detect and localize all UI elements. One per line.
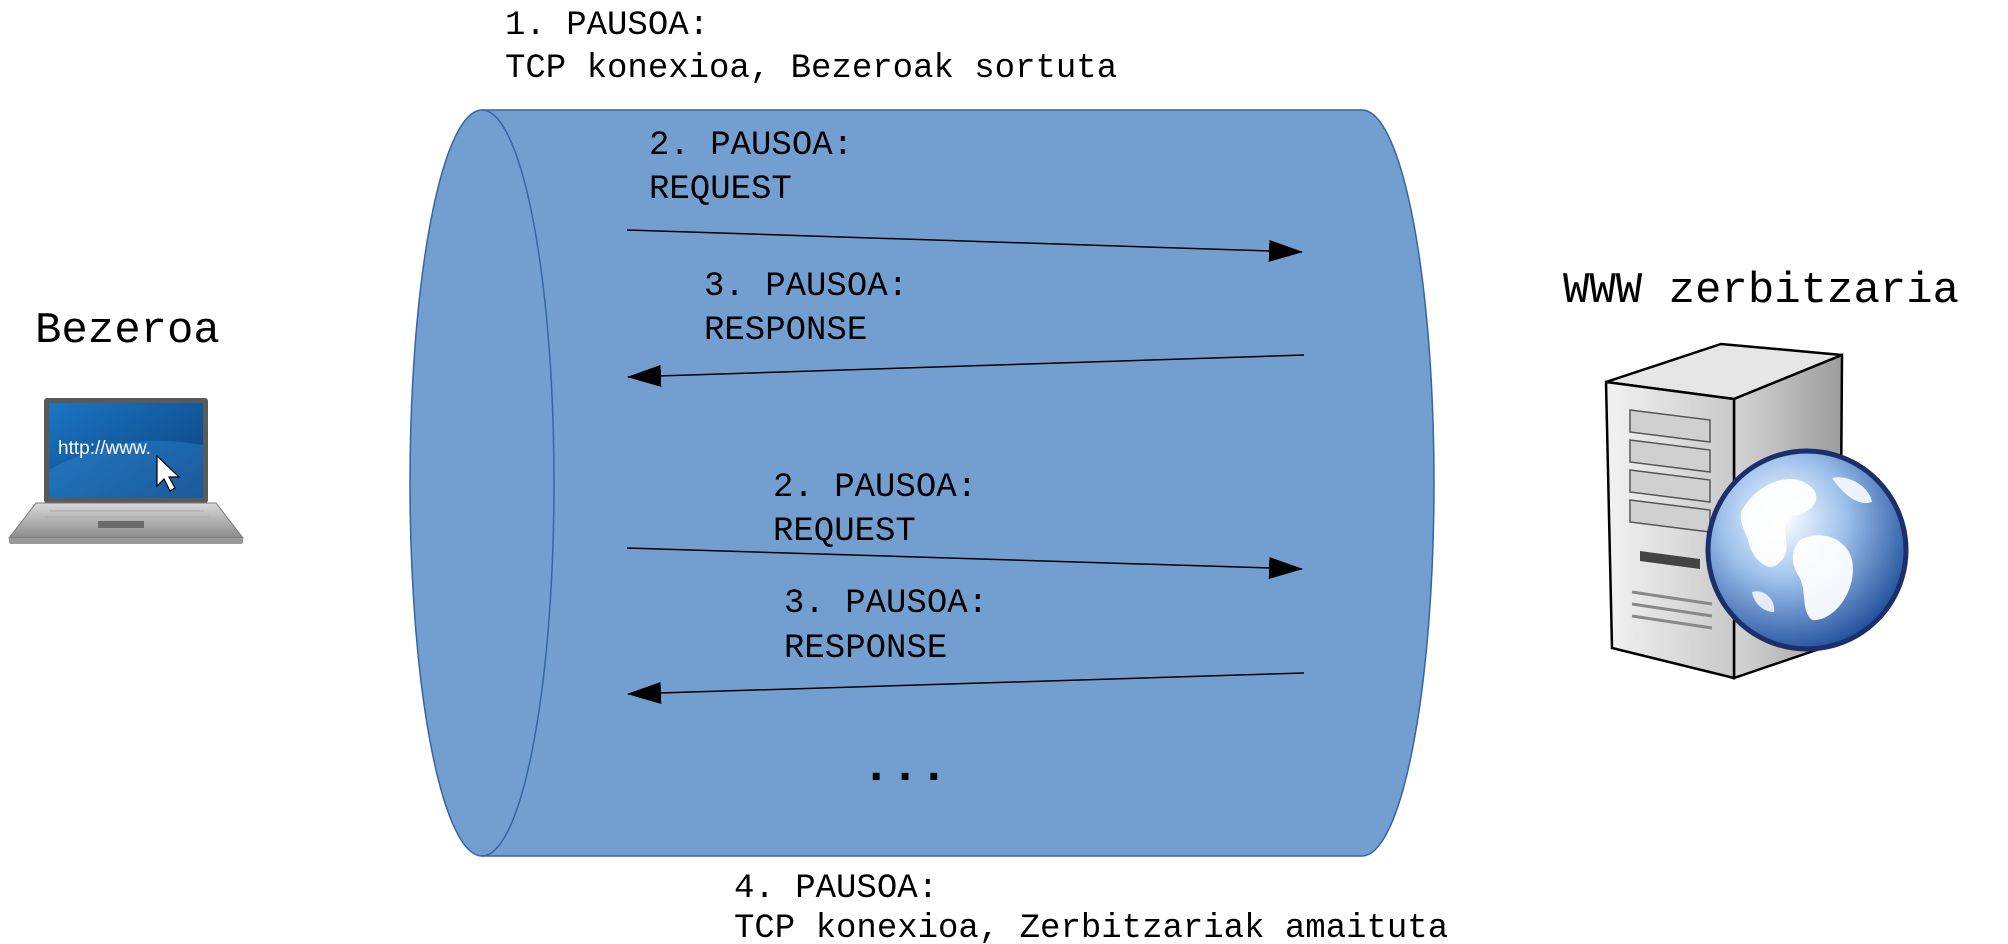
response-2-label: RESPONSE [784,630,947,668]
request-1-title: 2. PAUSOA: [649,127,853,165]
step1-description: TCP konexioa, Bezeroak sortuta [505,50,1117,88]
request-1-arrow [626,229,1303,262]
client-label: Bezeroa [35,306,220,356]
response-1-label: RESPONSE [704,312,867,350]
request-2-arrow [626,547,1303,579]
response-2-arrow [627,672,1305,704]
step1-title: 1. PAUSOA: [505,7,709,45]
step4-title: 4. PAUSOA: [734,870,938,908]
response-2-title: 3. PAUSOA: [784,585,988,623]
server-label: WWW zerbitzaria [1563,266,1959,316]
step4-description: TCP konexioa, Zerbitzariak amaituta [734,910,1448,944]
tcp-connection-tube [409,109,1435,857]
response-1-arrow [627,354,1305,387]
laptop-icon: http://www. [7,398,245,544]
server-globe-icon [1604,342,1909,680]
laptop-screen-url: http://www. [58,438,151,459]
response-1-title: 3. PAUSOA: [704,268,908,306]
continuation-ellipsis: ... [862,741,948,795]
request-2-title: 2. PAUSOA: [773,469,977,507]
request-1-label: REQUEST [649,171,792,209]
request-2-label: REQUEST [773,513,916,551]
